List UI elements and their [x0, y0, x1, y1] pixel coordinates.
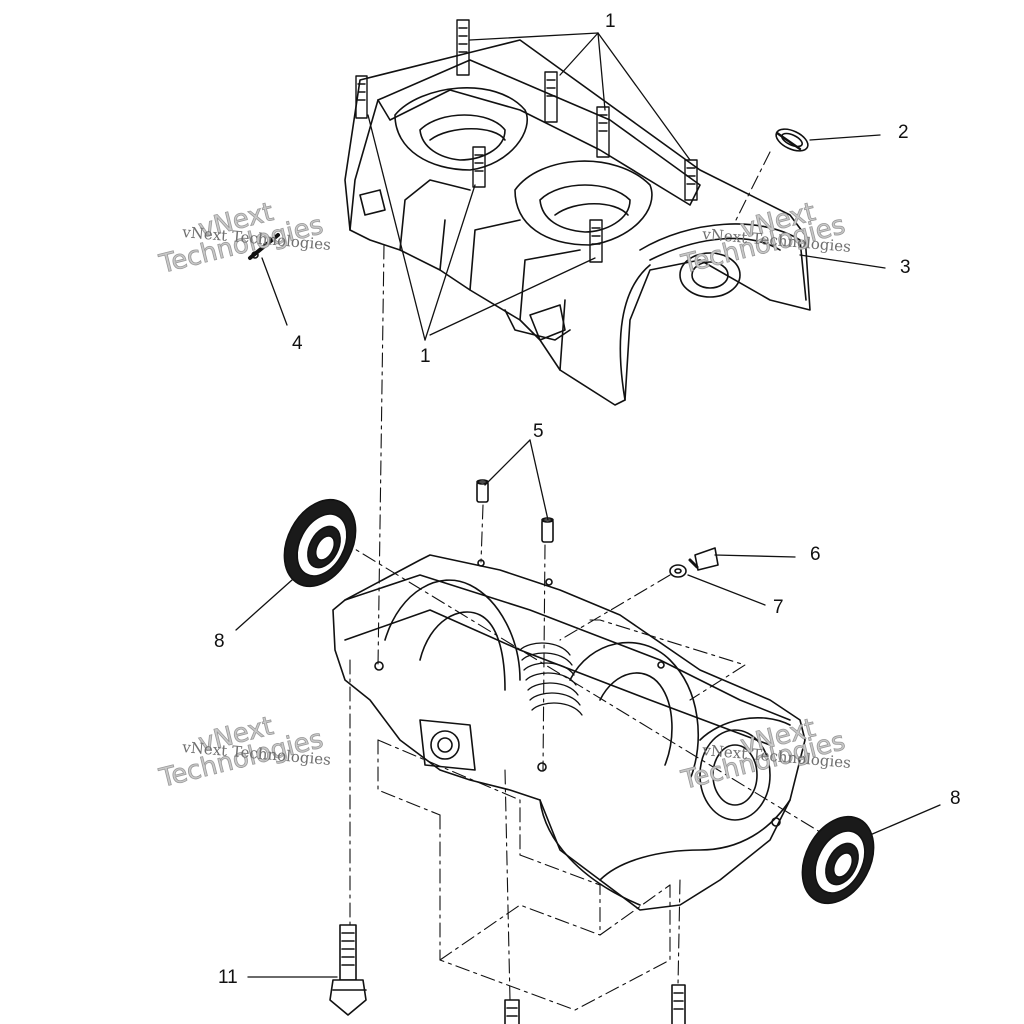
part-5-dowels	[476, 479, 554, 543]
alignment-lines	[339, 151, 826, 1011]
leader-lines	[235, 32, 941, 978]
part-8-seal-left	[283, 498, 357, 588]
callout-3: 3	[900, 257, 911, 278]
part-6-plug	[688, 547, 719, 571]
lower-bolts	[504, 984, 686, 1024]
callout-8-left: 8	[214, 631, 225, 652]
part-8-seal-right	[801, 815, 875, 905]
upper-crankcase	[344, 39, 811, 406]
part-2-clip	[775, 128, 809, 152]
callout-8-right: 8	[950, 788, 961, 809]
callout-11: 11	[218, 967, 238, 988]
part-4-pin	[248, 233, 280, 260]
cylinder-studs	[355, 19, 698, 263]
part-7-washer	[669, 564, 687, 578]
lower-crankcase	[332, 554, 806, 911]
callout-6: 6	[810, 544, 821, 565]
callout-1-bottom: 1	[420, 346, 431, 367]
callout-4: 4	[292, 333, 303, 354]
callout-1-top: 1	[605, 11, 616, 32]
callout-5: 5	[533, 421, 544, 442]
callout-2: 2	[898, 122, 909, 143]
callout-7: 7	[773, 597, 784, 618]
part-11-bolt	[329, 924, 367, 1016]
